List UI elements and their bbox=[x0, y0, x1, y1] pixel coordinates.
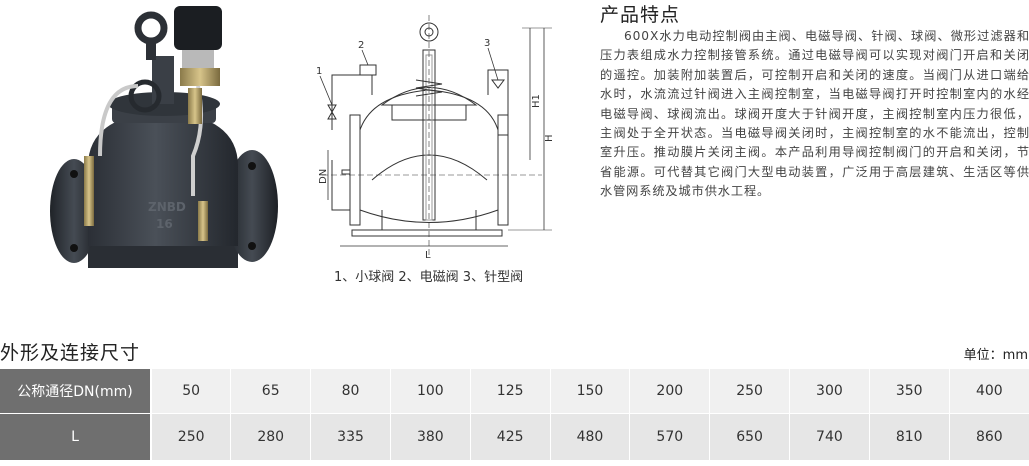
table-cell: 200 bbox=[629, 369, 710, 414]
table-cell: 810 bbox=[868, 413, 950, 461]
table-cell: 380 bbox=[389, 413, 471, 461]
table-cell: 65 bbox=[230, 369, 311, 414]
table-cell: 125 bbox=[469, 369, 551, 414]
svg-text:L: L bbox=[425, 250, 431, 261]
table-cell: 100 bbox=[389, 369, 471, 414]
valve-photo: ZNBD 16 bbox=[50, 6, 278, 268]
table-cell: 50 bbox=[150, 369, 231, 414]
table-cell: 350 bbox=[868, 369, 950, 414]
unit-label: 单位：mm bbox=[963, 348, 1028, 363]
table-cell: 570 bbox=[629, 413, 710, 461]
row-header: L bbox=[0, 413, 152, 461]
row-header: 公称通径DN(mm) bbox=[0, 369, 152, 414]
table-cell: 80 bbox=[310, 369, 391, 414]
valve-section-drawing: 1 2 3 H1 H DN L bbox=[316, 15, 555, 261]
dimensions-title: 外形及连接尺寸 bbox=[0, 342, 141, 364]
table-cell: 250 bbox=[150, 413, 231, 461]
features-description: 600X水力电动控制阀由主阀、电磁导阀、针阀、球阀、微形过滤器和压力表组成水力控… bbox=[600, 29, 1029, 199]
svg-text:H1: H1 bbox=[531, 94, 542, 108]
svg-text:3: 3 bbox=[484, 38, 490, 49]
drawing-caption: 1、小球阀 2、电磁阀 3、针型阀 bbox=[334, 270, 524, 285]
table-cell: 335 bbox=[310, 413, 391, 461]
svg-text:H: H bbox=[544, 134, 555, 142]
table-cell: 425 bbox=[469, 413, 551, 461]
table-cell: 280 bbox=[230, 413, 311, 461]
table-cell: 650 bbox=[709, 413, 790, 461]
table-cell: 400 bbox=[948, 369, 1029, 414]
table-cell: 740 bbox=[789, 413, 870, 461]
svg-text:1: 1 bbox=[316, 66, 322, 77]
table-cell: 250 bbox=[709, 369, 790, 414]
svg-text:DN: DN bbox=[318, 169, 329, 184]
table-cell: 300 bbox=[789, 369, 870, 414]
features-title: 产品特点 bbox=[600, 4, 681, 26]
table-cell: 860 bbox=[948, 413, 1029, 461]
svg-text:2: 2 bbox=[358, 40, 364, 51]
svg-text:16: 16 bbox=[156, 217, 173, 231]
svg-text:ZNBD: ZNBD bbox=[148, 200, 186, 214]
table-cell: 480 bbox=[549, 413, 630, 461]
table-cell: 150 bbox=[549, 369, 630, 414]
